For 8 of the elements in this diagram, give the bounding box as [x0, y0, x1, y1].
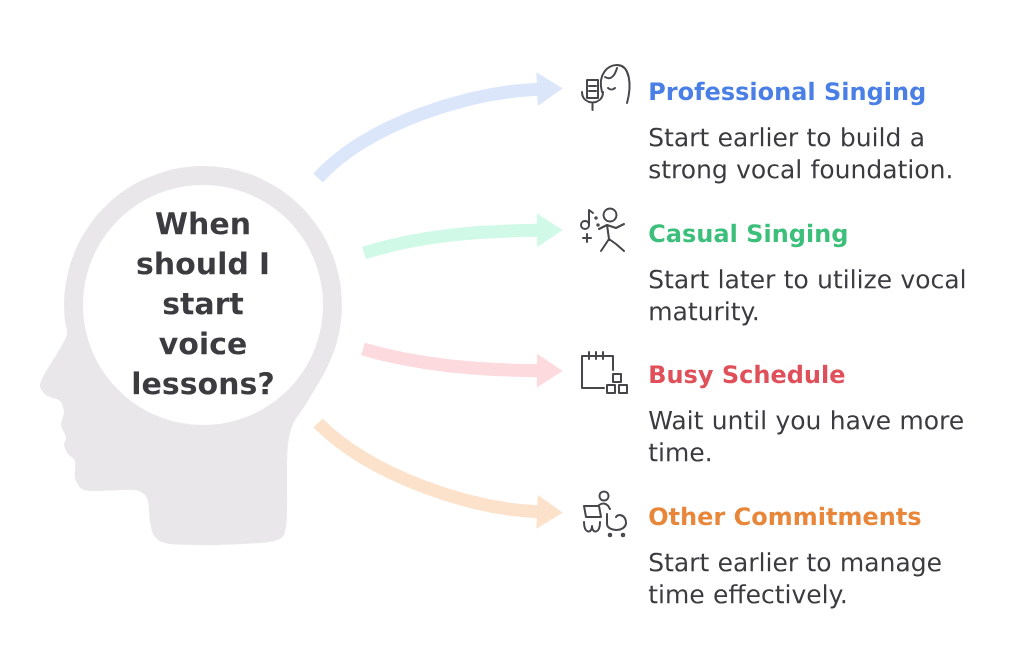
heading: Casual Singing	[649, 223, 847, 248]
heading: Busy Schedule	[650, 364, 845, 389]
description: Start earlier to manage time effectively.	[648, 552, 941, 609]
description: Start later to utilize vocal maturity.	[649, 269, 965, 326]
description: Start earlier to build a strong vocal foundation.	[649, 127, 951, 184]
description: Wait until you have more time.	[648, 410, 963, 462]
heading: Professional Singing	[650, 81, 925, 106]
heading: Other Commitments	[649, 506, 921, 526]
